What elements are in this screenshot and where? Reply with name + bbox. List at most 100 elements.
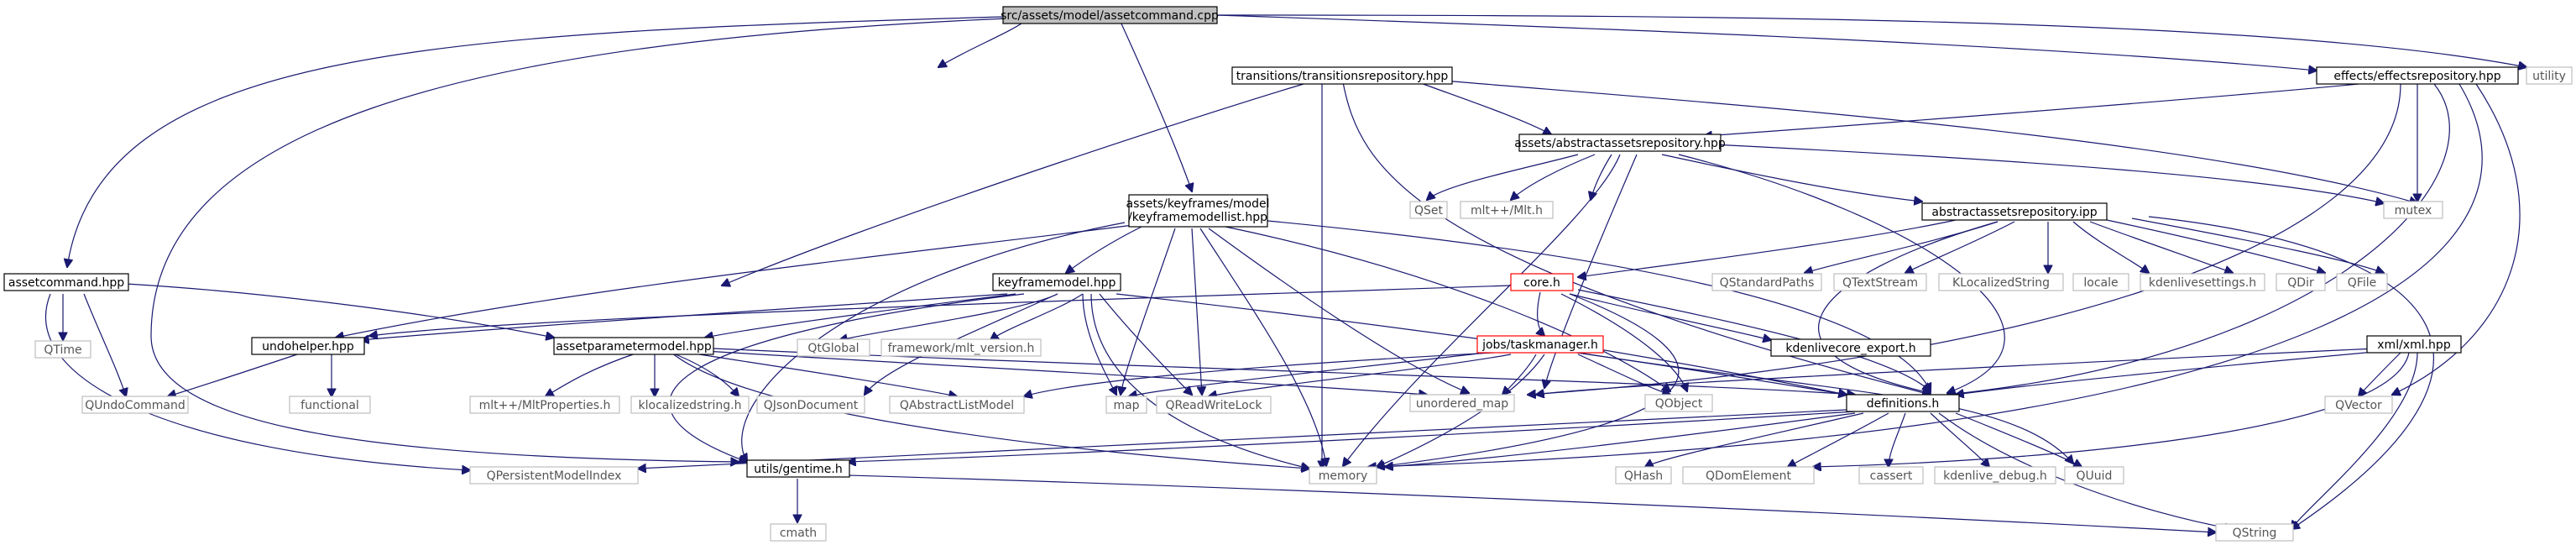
node-label: transitions/transitionsrepository.hpp <box>1236 70 1449 83</box>
node-functional[interactable]: functional <box>289 396 371 414</box>
edge <box>1578 219 1957 277</box>
node-label: kdenlivesettings.h <box>2149 276 2256 290</box>
node-assetcommand-hpp[interactable]: assetcommand.hpp <box>3 273 129 291</box>
node-label: QUuid <box>2077 469 2113 483</box>
node-klocalizedstring-h[interactable]: klocalizedstring.h <box>630 396 750 414</box>
node-qtglobal[interactable]: QtGlobal <box>797 338 870 357</box>
node-framework-mlt-version[interactable]: framework/mlt_version.h <box>880 338 1042 357</box>
edge <box>1208 228 1469 393</box>
edge <box>1577 354 1670 395</box>
edge <box>125 283 554 338</box>
node-label: utils/gentime.h <box>754 463 842 476</box>
node-qset[interactable]: QSet <box>1409 201 1448 219</box>
node-transitions-repository[interactable]: transitions/transitionsrepository.hpp <box>1231 66 1453 85</box>
edge <box>1343 154 1621 466</box>
node-core-h[interactable]: core.h <box>1510 273 1574 291</box>
node-qhash[interactable]: QHash <box>1615 466 1672 485</box>
node-mlt-h[interactable]: mlt++/Mlt.h <box>1460 201 1554 219</box>
node-label: kdenlive_debug.h <box>1943 469 2047 483</box>
edge <box>1090 293 1309 469</box>
node-label: keyframemodel.hpp <box>998 276 1116 290</box>
node-label: undohelper.hpp <box>262 340 354 354</box>
edge <box>704 350 1427 395</box>
node-map[interactable]: map <box>1105 396 1147 414</box>
node-label: QObject <box>1655 397 1703 411</box>
node-kdenlivecore-export[interactable]: kdenlivecore_export.h <box>1770 338 1931 357</box>
node-keyframemodel-hpp[interactable]: keyframemodel.hpp <box>992 273 1121 291</box>
node-root-assetcommand-cpp[interactable]: src/assets/model/assetcommand.cpp <box>1001 6 1219 24</box>
node-qabstractlistmodel[interactable]: QAbstractListModel <box>889 396 1025 414</box>
edge <box>1661 154 1922 202</box>
node-label: QString <box>2233 527 2277 540</box>
edge <box>1955 412 2082 467</box>
node-cmath[interactable]: cmath <box>770 523 827 542</box>
node-kdenlivesettings[interactable]: kdenlivesettings.h <box>2140 273 2265 291</box>
node-label: xml/xml.hpp <box>2377 338 2451 352</box>
node-utility[interactable]: utility <box>2526 66 2573 85</box>
edge <box>168 352 303 396</box>
edge <box>1342 81 1931 395</box>
node-kdenlive-debug[interactable]: kdenlive_debug.h <box>1934 466 2056 485</box>
node-qjsondocument[interactable]: QJsonDocument <box>756 396 865 414</box>
node-taskmanager[interactable]: jobs/taskmanager.h <box>1476 335 1604 354</box>
node-locale[interactable]: locale <box>2072 273 2129 291</box>
node-klocalizedstring[interactable]: KLocalizedString <box>1938 273 2064 291</box>
node-keyframemodellist[interactable]: assets/keyframes/model /keyframemodellis… <box>1126 194 1270 228</box>
edge <box>722 81 1310 286</box>
node-unordered-map[interactable]: unordered_map <box>1409 394 1515 412</box>
node-qfile[interactable]: QFile <box>2336 273 2388 291</box>
edge <box>336 224 1134 338</box>
node-undohelper[interactable]: undohelper.hpp <box>251 337 365 355</box>
node-qdir[interactable]: QDir <box>2276 273 2326 291</box>
node-gentime[interactable]: utils/gentime.h <box>746 459 850 478</box>
edge <box>1645 412 1864 467</box>
edge <box>1528 83 2401 395</box>
edge <box>1947 83 2450 395</box>
node-abstract-assets-repository-ipp[interactable]: abstractassetsrepository.ipp <box>1921 202 2108 221</box>
node-qreadwritelock[interactable]: QReadWriteLock <box>1156 396 1272 414</box>
edge <box>1511 154 1596 200</box>
edge <box>2089 221 2233 273</box>
edge <box>1704 83 2359 136</box>
node-qtime[interactable]: QTime <box>34 340 91 359</box>
edge <box>705 293 1016 338</box>
node-xml-hpp[interactable]: xml/xml.hpp <box>2366 335 2462 354</box>
node-mutex[interactable]: mutex <box>2383 201 2443 219</box>
node-definitions-h[interactable]: definitions.h <box>1846 394 1960 412</box>
node-qobject[interactable]: QObject <box>1644 394 1713 412</box>
edge <box>2392 83 2521 395</box>
edge <box>83 293 126 396</box>
edge <box>990 293 1084 340</box>
node-qtextstream[interactable]: QTextStream <box>1833 273 1927 291</box>
edge <box>1889 412 1906 467</box>
node-label: definitions.h <box>1867 397 1940 411</box>
node-qundocommand[interactable]: QUndoCommand <box>81 396 189 414</box>
edge <box>1209 354 1512 396</box>
node-abstract-assets-repository-hpp[interactable]: assets/abstractassetsrepository.hpp <box>1514 134 1726 152</box>
node-cassert[interactable]: cassert <box>1858 466 1924 485</box>
node-quuid[interactable]: QUuid <box>2064 466 2124 485</box>
node-qpersistentmodelindex[interactable]: QPersistentModelIndex <box>469 466 639 485</box>
edge <box>1368 83 2483 467</box>
node-label: QSet <box>1414 204 1444 217</box>
node-mltproperties[interactable]: mlt++/MltProperties.h <box>469 396 620 414</box>
node-qstandardpaths[interactable]: QStandardPaths <box>1711 273 1822 291</box>
node-qstring[interactable]: QString <box>2215 523 2294 542</box>
edge <box>1225 226 1670 391</box>
node-assetparametermodel[interactable]: assetparametermodel.hpp <box>553 337 714 355</box>
node-label: cassert <box>1870 469 1913 483</box>
node-effects-repository[interactable]: effects/effectsrepository.hpp <box>2316 66 2519 85</box>
node-memory[interactable]: memory <box>1309 466 1377 485</box>
node-qdomelement[interactable]: QDomElement <box>1682 466 1815 485</box>
node-label: framework/mlt_version.h <box>888 342 1035 355</box>
edge <box>1116 293 1847 395</box>
edge <box>1905 221 2015 273</box>
node-label: abstractassetsrepository.ipp <box>1931 206 2097 219</box>
edge <box>1591 154 1612 200</box>
edge <box>361 293 1008 340</box>
edge <box>1120 21 1192 191</box>
edge <box>67 16 1004 267</box>
node-qvector[interactable]: QVector <box>2324 396 2393 414</box>
edge <box>1066 226 1142 273</box>
